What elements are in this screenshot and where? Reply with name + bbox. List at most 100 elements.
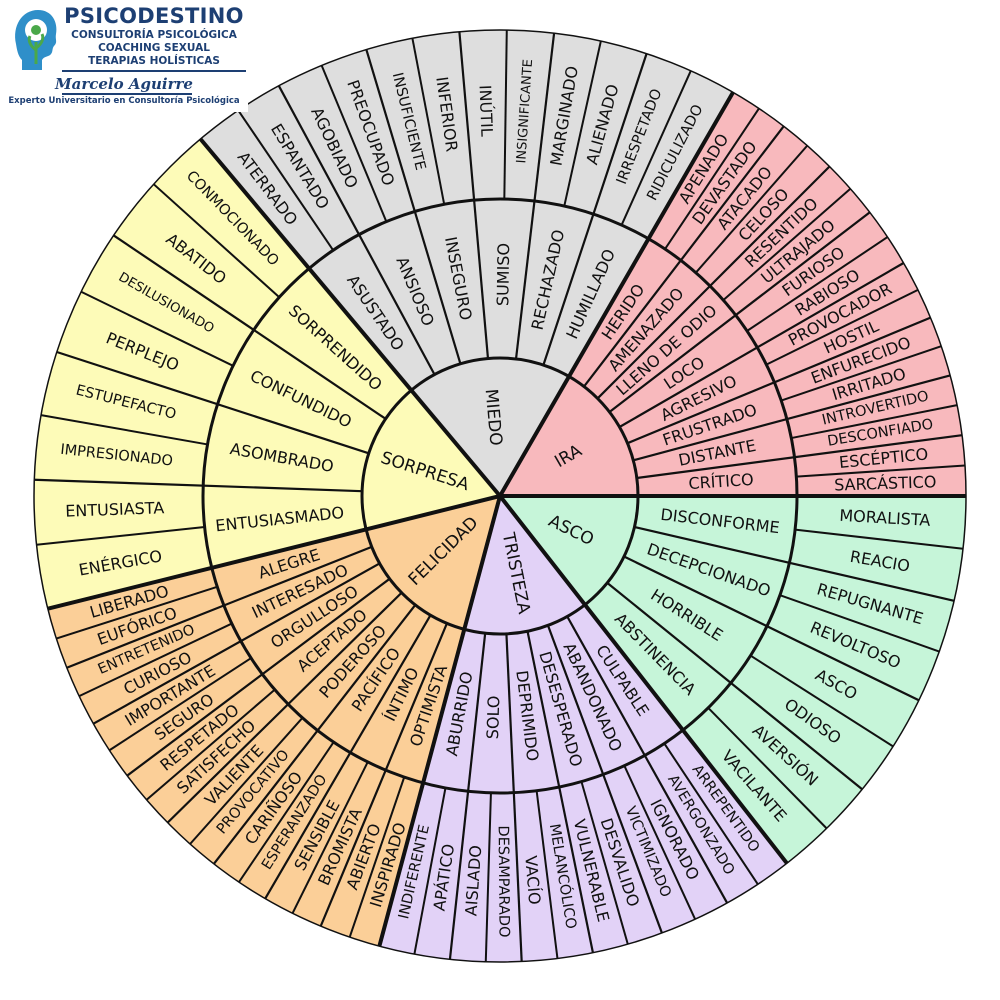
tertiary-divider <box>791 404 958 440</box>
logo-divider <box>62 70 246 72</box>
secondary-divider <box>606 581 863 791</box>
secondary-divider <box>526 631 594 953</box>
secondary-divider <box>365 49 462 365</box>
signature: Marcelo Aguirre <box>55 75 193 93</box>
tertiary-divider <box>108 657 252 752</box>
sector-ira <box>500 92 966 496</box>
tertiary-label-vacio: VACÍO <box>521 855 544 906</box>
secondary-divider <box>627 316 931 445</box>
core-divider <box>498 494 789 865</box>
secondary-divider <box>277 85 436 376</box>
secondary-divider <box>166 591 403 824</box>
secondary-divider <box>634 525 955 602</box>
tertiary-divider <box>40 414 208 446</box>
tertiary-divider <box>580 781 629 945</box>
secondary-divider <box>34 478 363 493</box>
secondary-divider <box>566 615 729 904</box>
tertiary-divider <box>189 717 304 845</box>
core-divider <box>377 495 502 947</box>
secondary-divider <box>92 562 381 725</box>
secondary-divider <box>623 555 920 702</box>
tertiary-divider <box>503 30 508 200</box>
tertiary-divider <box>291 761 369 914</box>
tertiary-divider <box>663 742 759 885</box>
tertiary-label-inutil: INÚTIL <box>476 85 497 138</box>
tertiary-label-insignificante: INSIGNIFICANTE <box>514 59 536 164</box>
tertiary-label-aislado: AISLADO <box>461 845 485 917</box>
secondary-divider <box>618 262 905 428</box>
tertiary-divider <box>36 526 205 546</box>
tertiary-divider <box>80 290 234 367</box>
sector-tristeza <box>379 496 787 962</box>
tertiary-divider <box>320 65 388 222</box>
tertiary-divider <box>779 594 940 653</box>
secondary-divider <box>213 604 417 865</box>
tertiary-divider <box>563 40 602 207</box>
secondary-divider <box>505 633 523 962</box>
secondary-label-solo: SOLO <box>483 695 503 739</box>
tertiary-divider <box>794 528 964 550</box>
secondary-divider <box>596 165 831 400</box>
secondary-divider <box>458 31 490 359</box>
tertiary-divider <box>695 144 809 274</box>
secondary-divider <box>126 577 391 777</box>
secondary-divider <box>319 622 448 927</box>
logo-block: PSICODESTINO CONSULTORÍA PSICOLÓGICA COA… <box>0 0 248 112</box>
brand-line-2: COACHING SEXUAL <box>98 42 210 54</box>
secondary-divider <box>113 234 387 420</box>
brand-line-3: TERAPIAS HOLÍSTICAS <box>88 55 220 67</box>
secondary-divider <box>448 633 487 960</box>
secondary-divider <box>583 125 785 388</box>
head-profile-icon <box>15 10 57 70</box>
brand-line-1: CONSULTORÍA PSICOLÓGICA <box>71 29 237 41</box>
secondary-divider <box>633 374 951 462</box>
core-label-miedo: MIEDO <box>481 388 506 446</box>
expert-subtitle: Experto Universitario en Consultoría Psi… <box>8 96 240 106</box>
tertiary-divider <box>56 585 218 640</box>
tertiary-divider <box>722 187 852 301</box>
core-divider <box>47 494 501 611</box>
tertiary-divider <box>413 787 447 955</box>
inner-ring <box>360 356 640 636</box>
tertiary-divider <box>237 109 335 251</box>
signature-underline <box>62 93 192 95</box>
tertiary-divider <box>623 765 697 920</box>
wheel-dividers <box>33 29 967 963</box>
tertiary-divider <box>620 70 692 226</box>
secondary-divider <box>66 545 373 669</box>
tertiary-divider <box>78 622 233 698</box>
tertiary-divider <box>749 654 894 748</box>
secondary-divider <box>542 53 648 366</box>
core-divider <box>498 91 735 497</box>
tertiary-divider <box>153 183 280 299</box>
tertiary-divider <box>484 792 492 962</box>
outer-ring <box>33 29 967 963</box>
tertiary-divider <box>348 776 406 938</box>
tertiary-divider <box>765 288 919 366</box>
tertiary-divider <box>780 345 942 402</box>
core-divider <box>198 137 502 498</box>
tertiary-divider <box>796 464 966 478</box>
tertiary-divider <box>411 38 446 205</box>
secondary-divider <box>636 434 963 480</box>
secondary-divider <box>56 350 370 455</box>
tertiary-label-entusiasta: ENTUSIASTA <box>65 498 165 520</box>
secondary-divider <box>546 625 663 934</box>
tertiary-label-desamparado: DESAMPARADO <box>495 825 512 937</box>
secondary-label-sumiso: SUMISO <box>493 243 513 306</box>
sector-miedo <box>200 30 734 496</box>
sector-sorpresa <box>34 139 500 609</box>
tertiary-label-sarcastico: SARCÁSTICO <box>834 472 937 494</box>
tertiary-divider <box>746 236 889 332</box>
secondary-divider <box>608 211 871 413</box>
tertiary-divider <box>664 107 760 250</box>
secondary-label-critico: CRÍTICO <box>688 470 754 493</box>
secondary-divider <box>264 614 432 900</box>
tertiary-divider <box>535 790 559 959</box>
wheel-sectors <box>34 30 966 962</box>
brand-name: PSICODESTINO <box>64 4 244 28</box>
middle-ring <box>201 197 799 795</box>
tertiary-divider <box>238 741 335 883</box>
tertiary-divider <box>707 707 828 830</box>
